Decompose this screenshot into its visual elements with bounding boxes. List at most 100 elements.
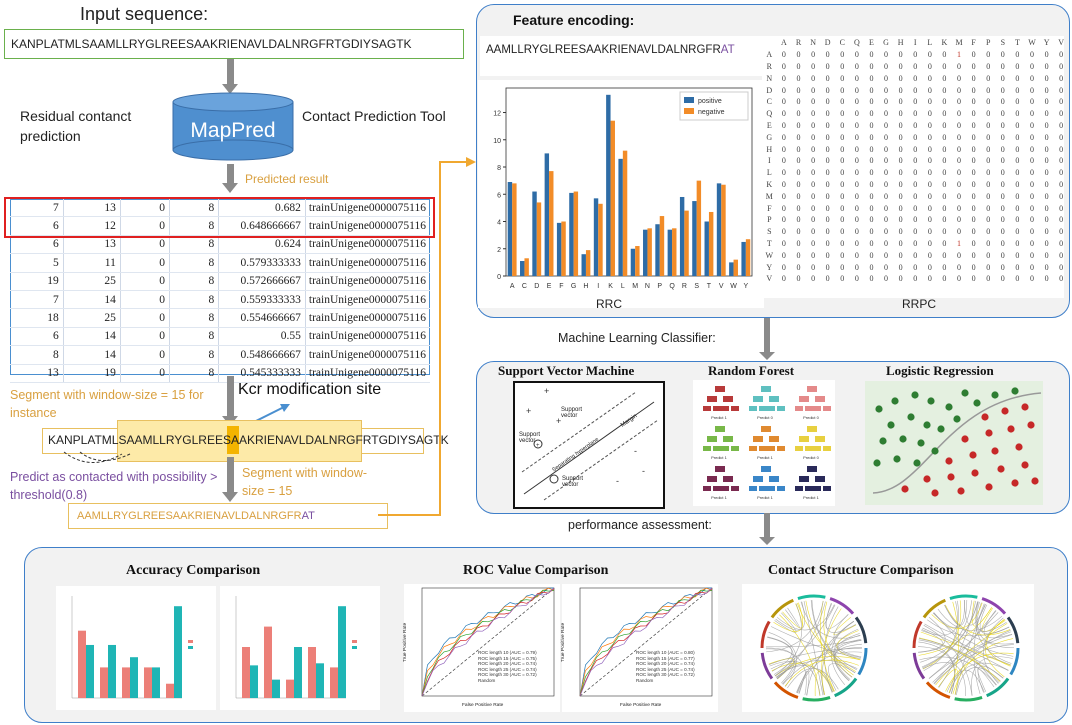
rf-node bbox=[707, 436, 717, 442]
acc-bar-red bbox=[308, 647, 316, 698]
chord-segment bbox=[925, 681, 951, 699]
rrc-y-tick-label: 2 bbox=[497, 247, 501, 254]
rrpc-cell: 0 bbox=[1000, 97, 1005, 107]
rrpc-cell: 0 bbox=[1000, 85, 1005, 95]
rrpc-cell: 0 bbox=[942, 50, 947, 60]
rrpc-cell: 0 bbox=[781, 168, 786, 178]
chord-link bbox=[935, 623, 1008, 686]
rrc-bar-negative bbox=[684, 210, 689, 276]
rrc-bar-positive bbox=[716, 183, 722, 276]
rrpc-cell: 0 bbox=[869, 97, 874, 107]
rrc-y-tick-label: 6 bbox=[497, 192, 501, 199]
rrpc-cell: 0 bbox=[986, 73, 991, 83]
rrpc-cell: 0 bbox=[796, 109, 801, 119]
svm-support-vector-3: Support vector bbox=[562, 476, 584, 488]
rrpc-cell: 0 bbox=[796, 215, 801, 225]
table-cell: 6 bbox=[10, 216, 64, 236]
rrc-bar-negative bbox=[573, 191, 579, 276]
rrpc-cell: 0 bbox=[942, 238, 947, 248]
rrpc-cell: 0 bbox=[840, 50, 845, 60]
rf-leaf bbox=[823, 486, 831, 491]
rrpc-cell: 0 bbox=[1044, 238, 1049, 248]
roc-legend-2: ROC length 10 (AUC = 0.80)ROC length 15 … bbox=[636, 650, 695, 684]
rrpc-cell: 0 bbox=[796, 73, 801, 83]
chord-link bbox=[833, 616, 857, 636]
rrpc-cell: 0 bbox=[1059, 168, 1064, 178]
table-cell: 8 bbox=[169, 308, 220, 328]
rf-node bbox=[815, 396, 825, 402]
rrpc-corner bbox=[762, 37, 777, 49]
rrpc-cell: 0 bbox=[1029, 97, 1034, 107]
rrpc-cell: 0 bbox=[1000, 274, 1005, 284]
rrpc-cell: 0 bbox=[1000, 144, 1005, 154]
svg-text:-: - bbox=[634, 446, 637, 456]
rrpc-cell: 0 bbox=[781, 227, 786, 237]
rrpc-cell: 0 bbox=[1029, 73, 1034, 83]
rrpc-cell: 0 bbox=[1059, 109, 1064, 119]
segment2-label-2: size = 15 bbox=[242, 484, 293, 498]
table-cell: 0.579333333 bbox=[218, 253, 306, 273]
chord-link bbox=[938, 600, 976, 688]
rrpc-cell: 1 bbox=[957, 50, 962, 60]
rrpc-cell: 0 bbox=[884, 144, 889, 154]
svm-diagram bbox=[513, 381, 665, 509]
rrpc-cell: 0 bbox=[1059, 215, 1064, 225]
acc-bar-teal bbox=[250, 665, 258, 698]
rf-leaf bbox=[703, 486, 711, 491]
roc-legend-item: Random bbox=[478, 677, 496, 683]
table-cell: 14 bbox=[63, 327, 121, 347]
rrpc-cell: 0 bbox=[1029, 274, 1034, 284]
rrpc-cell: 0 bbox=[1059, 73, 1064, 83]
rrpc-cell: 0 bbox=[927, 132, 932, 142]
rf-leaf bbox=[749, 406, 757, 411]
rrpc-cell: 0 bbox=[840, 132, 845, 142]
rrpc-cell: 0 bbox=[898, 203, 903, 213]
rrc-bar-negative bbox=[512, 183, 517, 276]
rrpc-col-label: V bbox=[1058, 38, 1065, 48]
rrpc-cell: 0 bbox=[1044, 120, 1049, 130]
chord-link bbox=[814, 670, 835, 696]
lr-point-red bbox=[985, 429, 993, 437]
rrc-bar-positive bbox=[704, 221, 709, 276]
rrpc-cell: 0 bbox=[781, 179, 786, 189]
rrpc-cell: 0 bbox=[927, 61, 932, 71]
chord-segment bbox=[797, 594, 826, 600]
rrpc-cell: 0 bbox=[942, 191, 947, 201]
rrc-legend-swatch bbox=[684, 108, 694, 114]
lr-point-red bbox=[947, 473, 955, 481]
rrpc-row-label: T bbox=[766, 238, 772, 248]
rrpc-cell: 0 bbox=[796, 250, 801, 260]
rrpc-cell: 0 bbox=[1015, 120, 1020, 130]
roc-frame bbox=[421, 587, 555, 697]
rrc-legend bbox=[679, 91, 749, 121]
rrpc-cell: 0 bbox=[1029, 156, 1034, 166]
chord-segment bbox=[949, 594, 978, 600]
rrpc-cell: 0 bbox=[1059, 156, 1064, 166]
rrpc-cell: 0 bbox=[1029, 85, 1034, 95]
rf-node bbox=[715, 386, 725, 392]
rrpc-cell: 0 bbox=[898, 156, 903, 166]
rf-leaf bbox=[731, 486, 739, 491]
rrpc-cell: 0 bbox=[927, 97, 932, 107]
rrpc-cell: 0 bbox=[1044, 109, 1049, 119]
rrc-bar-negative bbox=[561, 221, 566, 276]
rrpc-cell: 0 bbox=[811, 156, 816, 166]
rrc-bar-negative bbox=[708, 211, 714, 276]
rrpc-cell: 0 bbox=[884, 109, 889, 119]
rrpc-cell: 0 bbox=[1029, 50, 1034, 60]
rrpc-cell: 0 bbox=[971, 262, 976, 272]
acc-bar-red bbox=[330, 667, 338, 698]
rrpc-col-label: P bbox=[985, 38, 991, 48]
rrpc-cell: 0 bbox=[796, 132, 801, 142]
rrpc-cell: 0 bbox=[986, 262, 991, 272]
rrpc-cell: 0 bbox=[796, 203, 801, 213]
table-cell: 6 bbox=[10, 235, 64, 255]
rrpc-cell: 0 bbox=[781, 191, 786, 201]
rrpc-cell: 0 bbox=[913, 238, 918, 248]
rrpc-cell: 0 bbox=[811, 179, 816, 189]
lr-point-green bbox=[945, 403, 953, 411]
rrpc-cell: 0 bbox=[825, 109, 830, 119]
rrpc-cell: 0 bbox=[884, 227, 889, 237]
rrpc-row-label: L bbox=[766, 168, 772, 178]
